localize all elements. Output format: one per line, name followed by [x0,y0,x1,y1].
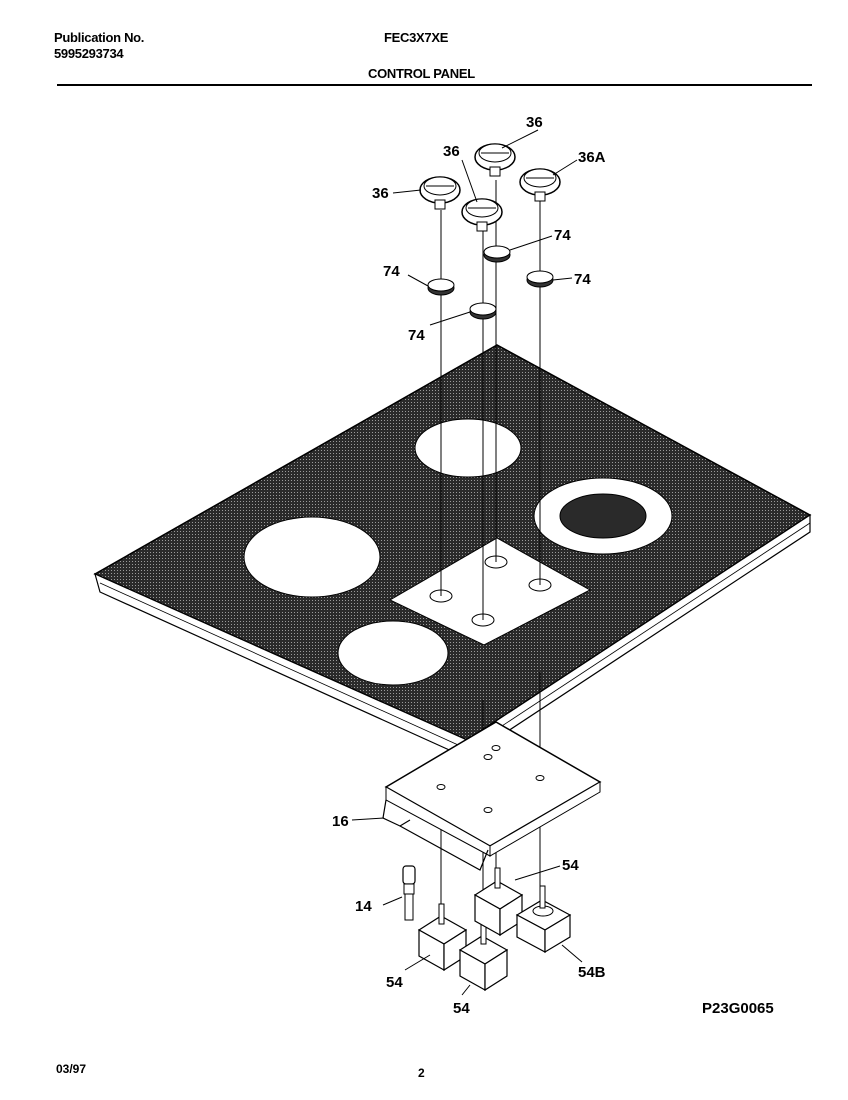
burner-rear-small [414,418,522,478]
callout-knob-mid: 36 [443,143,460,160]
callout-knob-right: 36A [578,149,606,166]
indicator-light [402,865,416,921]
bezel-ring [526,270,554,288]
knob-36-top [474,143,516,177]
callout-bracket: 16 [332,813,349,830]
callout-bezel-left: 74 [383,263,400,280]
burner-front-small [337,620,449,686]
knob-36-left [419,176,461,210]
footer-date: 03/97 [56,1062,87,1076]
bezel-ring [469,302,497,320]
model-number: FEC3X7XE [384,30,449,45]
bezel-ring [427,278,455,296]
callout-switch-left: 54 [386,974,403,991]
figure-id: P23G0065 [702,1000,774,1017]
callout-bezel-top-right: 74 [554,227,571,244]
callout-knob-top: 36 [526,114,543,131]
publication-number: 5995293734 [54,46,124,61]
leader-lines [351,129,583,996]
switch-54-upper [473,867,524,937]
knob-36-mid [461,198,503,232]
burner-left-large [243,516,381,598]
callout-indicator-light: 14 [355,898,372,915]
callout-bezel-right: 74 [574,271,591,288]
bezel-ring [483,245,511,263]
callout-knob-left: 36 [372,185,389,202]
callout-switch-right: 54B [578,964,606,981]
switch-54-bottom [458,923,509,992]
switch-54b-right [515,885,572,954]
switch-54-left [417,903,468,972]
section-title: CONTROL PANEL [368,66,475,81]
callout-switch-upper: 54 [562,857,579,874]
knob-36a-right [519,168,561,202]
footer-page-number: 2 [418,1066,425,1080]
control-bracket [382,721,602,871]
burner-right-dual-inner [559,493,647,539]
cooktop-glass-top [93,344,812,760]
callout-switch-bottom: 54 [453,1000,470,1017]
callout-bezel-mid: 74 [408,327,425,344]
header-rule [57,84,812,86]
publication-label: Publication No. [54,30,145,45]
